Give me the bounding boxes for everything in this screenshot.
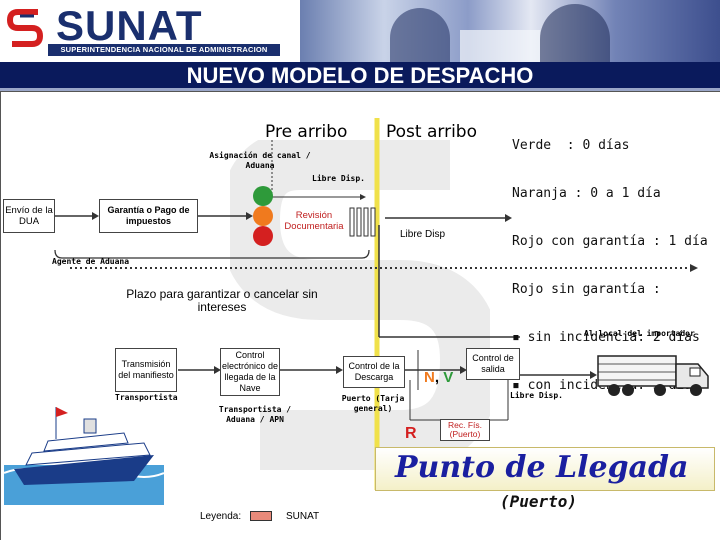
control-llegada-box: Control electrónico de llegada de la Nav… [220, 348, 280, 396]
phase-pre-arribo: Pre arribo [265, 122, 347, 142]
revision-documentaria-label: Revisión Documentaria [278, 210, 350, 232]
channel-n: N [424, 369, 435, 386]
punto-llegada-subtitle: (Puerto) [500, 492, 577, 511]
cruise-ship-icon [4, 395, 164, 505]
transportista-aduana-label: Transportista / Aduana / APN [212, 405, 298, 425]
channel-nv-label: N, V [424, 369, 453, 386]
control-descarga-box: Control de la Descarga [343, 356, 405, 388]
rec-fis-label: Rec. Fís. (Puerto) [441, 421, 489, 439]
legend-line: Verde : 0 días [512, 138, 708, 154]
libre-disp-bottom-label: Libre Disp. [510, 391, 563, 400]
asignacion-canal-label: Asignación de canal / Aduana [200, 151, 320, 171]
channel-v: V [443, 369, 453, 386]
phase-post-arribo: Post arribo [386, 122, 477, 142]
legend-item-sunat: SUNAT [286, 511, 319, 522]
legend-line: Rojo sin garantía : [512, 282, 708, 298]
plazo-label: Plazo para garantizar o cancelar sin int… [122, 288, 322, 314]
transmision-manifiesto-box: Transmisión del manifiesto [115, 348, 177, 392]
channel-orange-circle [253, 206, 273, 226]
puerto-tarja-label: Puerto (Tarja general) [330, 394, 416, 414]
control-salida-box: Control de salida [466, 348, 520, 380]
envio-dua-box: Envío de la DUA [3, 199, 55, 233]
garantia-box: Garantía o Pago de impuestos [99, 199, 198, 233]
control-descarga-label: Control de la Descarga [344, 361, 404, 383]
legend-line: Naranja : 0 a 1 día [512, 186, 708, 202]
truck-icon [596, 350, 714, 398]
legend-line: Rojo con garantía : 1 día [512, 234, 708, 250]
envio-dua-label: Envío de la DUA [4, 205, 54, 227]
channel-red-circle [253, 226, 273, 246]
libre-disp-top-label: Libre Disp. [312, 174, 365, 183]
legend-label: Leyenda: [200, 511, 241, 522]
rec-fis-box: Rec. Fís. (Puerto) [440, 419, 490, 441]
control-salida-label: Control de salida [467, 353, 519, 375]
channel-r: R [405, 425, 417, 443]
transmision-label: Transmisión del manifiesto [116, 359, 176, 381]
punto-llegada-title: Punto de Llegada [395, 450, 688, 485]
legend-swatch [250, 511, 272, 521]
garantia-label: Garantía o Pago de impuestos [100, 205, 197, 227]
channel-green-circle [253, 186, 273, 206]
agente-aduana-label: Agente de Aduana [52, 257, 129, 266]
libre-disp-mid-label: Libre Disp [400, 229, 445, 240]
control-llegada-label: Control electrónico de llegada de la Nav… [221, 350, 279, 394]
local-importador-label: Al local del importador [584, 329, 695, 338]
